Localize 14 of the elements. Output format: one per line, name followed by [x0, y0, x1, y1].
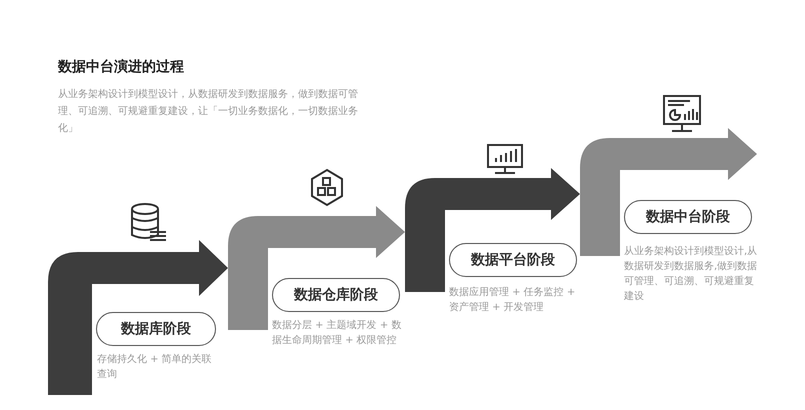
stage-pill: 数据中台阶段: [624, 200, 752, 234]
stage-pill: 数据库阶段: [96, 312, 216, 346]
intro-text: 从业务架构设计到模型设计，从数据研发到数据服务，做到数据可管理、可追溯、可规避重复建设，让「一切业务数据化，一切数据业务化」: [58, 88, 358, 136]
title: 数据中台演进的过程: [58, 58, 184, 76]
stage-pill: 数据仓库阶段: [272, 278, 400, 312]
stage-description: 从业务架构设计到模型设计,从数据研发到数据服务,做到数据可管理、可追溯、可规避重复建设: [624, 244, 758, 304]
stage-arrow: [405, 168, 580, 292]
stage-description: 数据分层 + 主题域开发 + 数据生命周期管理 + 权限管控: [272, 318, 402, 348]
stage-description: 存储持久化 + 简单的关联查询: [97, 352, 213, 382]
stage-pill: 数据平台阶段: [449, 243, 577, 277]
stage-arrow: [228, 206, 405, 330]
stage-arrow: [48, 240, 228, 395]
stage-description: 数据应用管理 + 任务监控 + 资产管理 + 开发管理: [449, 286, 576, 315]
stage-arrow: [580, 128, 757, 256]
